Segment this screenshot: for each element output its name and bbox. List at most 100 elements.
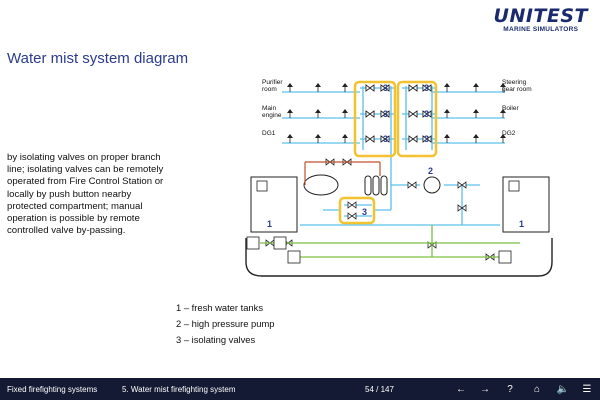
- valve-icon: [457, 204, 467, 212]
- valve-icon: [457, 181, 467, 189]
- valve-icon: [380, 110, 390, 118]
- nozzle-head: [342, 134, 348, 138]
- home-icon[interactable]: ⌂: [533, 383, 541, 395]
- gas-cylinder: [380, 175, 388, 196]
- logo-brand: UNITEST: [493, 5, 588, 27]
- nozzle-icon: [342, 134, 348, 143]
- valve-half: [384, 135, 390, 143]
- isolating-valve-block: [396, 80, 438, 158]
- legend-item-pump: 2 – high pressure pump: [176, 318, 275, 329]
- nozzle-head: [315, 83, 321, 87]
- nozzle-icon: [473, 109, 479, 118]
- valve-number-label: 3: [383, 109, 388, 119]
- nozzle-head: [315, 134, 321, 138]
- sea-chest-box: [273, 236, 287, 250]
- accumulator-tank: [303, 174, 339, 196]
- nozzle-head: [444, 109, 450, 113]
- valve-half: [422, 135, 428, 143]
- nozzle-icon: [287, 109, 293, 118]
- nozzle-icon: [342, 109, 348, 118]
- valve-icon: [422, 110, 432, 118]
- valve-icon: [408, 135, 418, 143]
- nozzle-head: [287, 134, 293, 138]
- valve-half: [457, 204, 463, 212]
- nozzles: [287, 83, 506, 143]
- valve-half: [384, 110, 390, 118]
- valve-half: [412, 84, 418, 92]
- valve-half: [412, 135, 418, 143]
- valve-half: [365, 84, 371, 92]
- help-icon[interactable]: ?: [507, 383, 513, 395]
- valve-half: [426, 84, 432, 92]
- nozzle-icon: [444, 109, 450, 118]
- audio-icon[interactable]: 🔈: [556, 383, 570, 395]
- menu-icon[interactable]: ☰: [582, 383, 592, 395]
- sea-chest-box: [246, 236, 260, 250]
- valve-icon: [347, 201, 357, 209]
- valve-half: [369, 135, 375, 143]
- zone-label-line: DG1: [262, 130, 276, 137]
- valve-half: [365, 135, 371, 143]
- nozzle-head: [500, 83, 506, 87]
- valve-half: [407, 181, 413, 189]
- nozzle-head: [500, 109, 506, 113]
- valves: [265, 84, 495, 261]
- nozzle-head: [287, 109, 293, 113]
- valve-icon: [380, 135, 390, 143]
- valve-half: [369, 84, 375, 92]
- zone-label: DG2: [502, 130, 516, 137]
- legend-item-valves: 3 – isolating valves: [176, 334, 256, 345]
- previous-arrow-icon[interactable]: ←: [456, 383, 466, 395]
- valve-number-label: 3: [424, 134, 429, 144]
- nozzle-icon: [444, 134, 450, 143]
- nozzle-head: [500, 134, 506, 138]
- zone-label-line: room: [262, 86, 277, 93]
- next-arrow-icon[interactable]: →: [480, 383, 490, 395]
- nozzle-icon: [315, 109, 321, 118]
- tank-vent-box: [508, 180, 520, 192]
- valve-half: [380, 84, 386, 92]
- valve-half: [457, 181, 463, 189]
- nozzle-icon: [315, 134, 321, 143]
- valve-half: [347, 201, 353, 209]
- valve-half: [369, 110, 375, 118]
- nozzle-icon: [473, 134, 479, 143]
- sea-chest-box: [287, 250, 301, 264]
- valve-half: [351, 212, 357, 220]
- tank-number-label: 1: [519, 219, 524, 229]
- gas-cylinder: [372, 175, 380, 196]
- valve-icon: [365, 135, 375, 143]
- sea-chest-box: [498, 250, 512, 264]
- nozzle-icon: [500, 83, 506, 92]
- high-pressure-pump: [423, 176, 441, 194]
- slide-description: by isolating valves on proper branch lin…: [7, 152, 164, 237]
- valve-half: [380, 110, 386, 118]
- nozzle-head: [473, 109, 479, 113]
- nozzle-icon: [500, 109, 506, 118]
- footer-chapter: 5. Water mist firefighting system: [122, 385, 236, 394]
- zone-label-line: Main: [262, 105, 276, 112]
- nozzle-head: [473, 134, 479, 138]
- valve-icon: [380, 84, 390, 92]
- nozzle-icon: [287, 134, 293, 143]
- zone-label-line: Steering: [502, 79, 527, 86]
- nozzle-head: [444, 83, 450, 87]
- valve-half: [412, 110, 418, 118]
- diagram-legend: 1 – fresh water tanks 2 – high pressure …: [176, 300, 275, 348]
- legend-item-tanks: 1 – fresh water tanks: [176, 302, 264, 313]
- valve-icon: [422, 135, 432, 143]
- valve-icon: [408, 84, 418, 92]
- valve-half: [411, 181, 417, 189]
- nozzle-head: [342, 83, 348, 87]
- valve-icon: [422, 84, 432, 92]
- nozzle-icon: [342, 83, 348, 92]
- valve-icon: [408, 110, 418, 118]
- footer-bar: Fixed firefighting systems 5. Water mist…: [0, 378, 600, 400]
- valve-half: [426, 110, 432, 118]
- valve-half: [426, 135, 432, 143]
